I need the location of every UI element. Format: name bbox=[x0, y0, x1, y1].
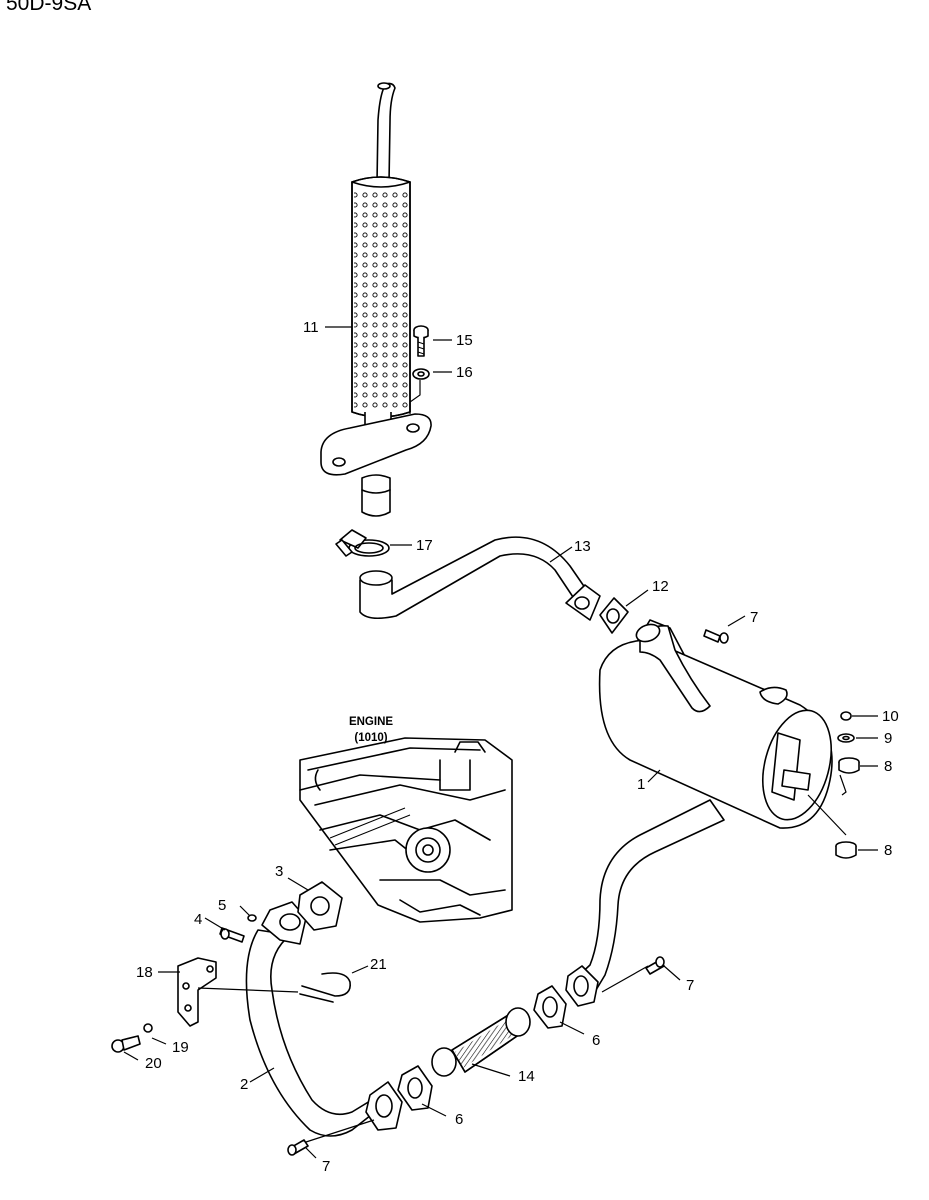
leader-lines bbox=[123, 326, 878, 1159]
callout-21: 21 bbox=[370, 956, 387, 973]
washer-9 bbox=[837, 733, 855, 743]
callout-13: 13 bbox=[574, 538, 591, 555]
callout-6-lower: 6 bbox=[455, 1111, 463, 1128]
callout-18: 18 bbox=[136, 964, 153, 981]
callout-4: 4 bbox=[194, 911, 202, 928]
nut-10 bbox=[840, 711, 852, 721]
engine-reference bbox=[299, 737, 513, 923]
bolt-7-top bbox=[703, 629, 729, 644]
bolt-4 bbox=[219, 927, 245, 943]
callout-6-upper: 6 bbox=[592, 1032, 600, 1049]
callout-5: 5 bbox=[218, 897, 226, 914]
callout-8-upper: 8 bbox=[884, 758, 892, 775]
mount-8-upper bbox=[838, 757, 860, 774]
washer-5 bbox=[247, 914, 257, 922]
washer-19 bbox=[143, 1023, 153, 1033]
muffler-1 bbox=[598, 619, 833, 829]
callout-15: 15 bbox=[456, 332, 473, 349]
bolt-15 bbox=[413, 325, 429, 357]
bolt-7-bottom bbox=[287, 1139, 309, 1156]
model-code: 50D-9SA bbox=[6, 0, 92, 15]
callout-17: 17 bbox=[416, 537, 433, 554]
gasket-6-lower bbox=[397, 1065, 433, 1111]
callout-8-lower: 8 bbox=[884, 842, 892, 859]
callout-2: 2 bbox=[240, 1076, 248, 1093]
callout-20: 20 bbox=[145, 1055, 162, 1072]
callout-16: 16 bbox=[456, 364, 473, 381]
callout-19: 19 bbox=[172, 1039, 189, 1056]
pipe-13 bbox=[359, 536, 601, 621]
callout-14: 14 bbox=[518, 1068, 535, 1085]
gasket-12 bbox=[599, 597, 629, 634]
bolt-7-right bbox=[645, 956, 665, 975]
clamp-17 bbox=[335, 529, 390, 557]
callout-labels: 1 2 3 4 5 6 6 7 7 7 7 8 8 9 10 11 12 13 … bbox=[136, 319, 899, 1175]
callout-3: 3 bbox=[275, 863, 283, 880]
engine-number: (1010) bbox=[354, 732, 387, 744]
gasket-6-upper bbox=[533, 985, 567, 1029]
callout-11: 11 bbox=[303, 319, 319, 336]
muffler-inlet-pipe bbox=[565, 799, 725, 1007]
washer-16 bbox=[412, 368, 430, 380]
bracket-18 bbox=[177, 957, 217, 1027]
callout-12: 12 bbox=[652, 578, 669, 595]
callout-7-bottom: 7 bbox=[322, 1158, 330, 1175]
callout-9: 9 bbox=[884, 730, 892, 747]
tail-pipe-11 bbox=[320, 82, 432, 517]
callout-1: 1 bbox=[637, 776, 645, 793]
callout-7-right: 7 bbox=[686, 977, 694, 994]
mount-8-lower bbox=[835, 841, 857, 859]
callout-7-top: 7 bbox=[750, 609, 758, 626]
engine-label: ENGINE bbox=[349, 716, 393, 728]
exhaust-pipe-2 bbox=[245, 901, 403, 1137]
callout-10: 10 bbox=[882, 708, 899, 725]
gasket-3 bbox=[297, 881, 343, 931]
bolt-20 bbox=[111, 1035, 141, 1053]
flex-pipe-14 bbox=[431, 1007, 531, 1077]
u-bolt-21 bbox=[299, 972, 352, 1003]
